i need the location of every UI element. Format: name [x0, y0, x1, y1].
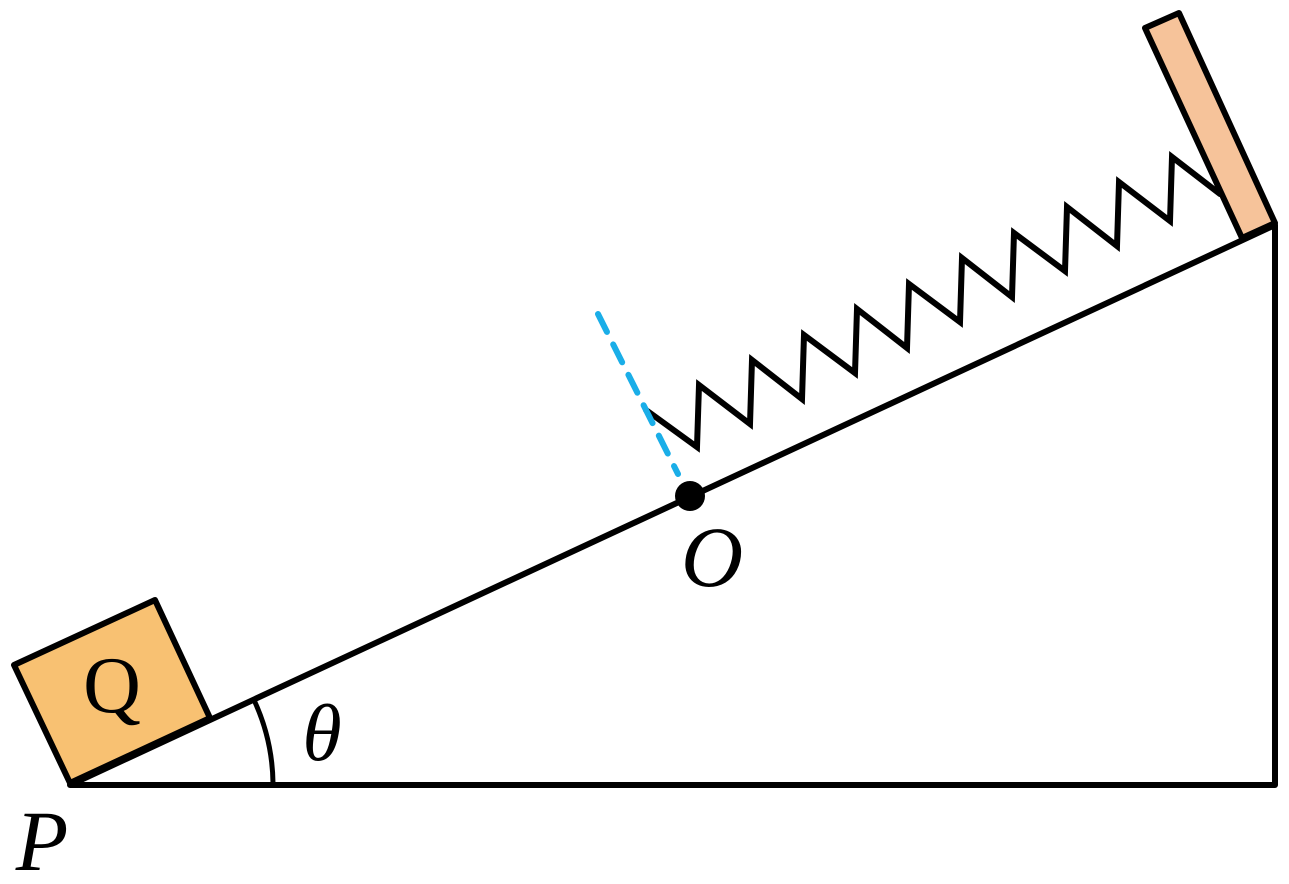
point-o-label: O [681, 509, 743, 605]
block-label: Q [83, 642, 141, 730]
dashed-line [595, 311, 681, 477]
spring [643, 151, 1223, 453]
angle-arc [251, 698, 276, 784]
angle-label: θ [302, 690, 341, 778]
fixed-plate [1142, 10, 1278, 241]
point-p-label: P [15, 793, 69, 884]
block-q [11, 597, 213, 786]
point-o-dot [675, 481, 705, 511]
incline-triangle [67, 222, 1278, 788]
